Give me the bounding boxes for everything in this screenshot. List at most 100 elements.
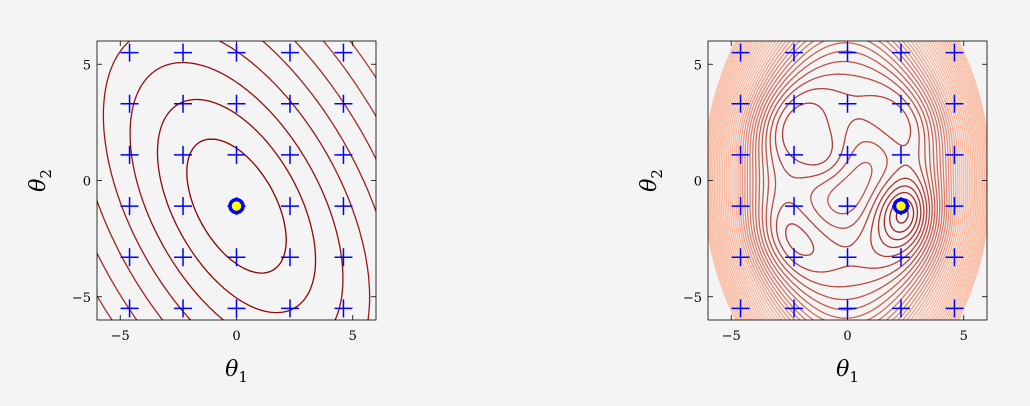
grid-point-marker	[120, 43, 139, 62]
grid-point-marker	[120, 248, 139, 267]
grid-point-marker	[945, 248, 964, 267]
contour-line	[781, 102, 925, 258]
contour-line	[708, 41, 987, 320]
y-tick-label: 0	[83, 175, 91, 190]
contour-line	[718, 41, 976, 320]
grid-point-marker	[838, 94, 857, 113]
grid-point-marker	[334, 248, 353, 267]
grid-point-marker	[120, 299, 139, 318]
contour-line	[156, 98, 317, 314]
y-tick-label: −5	[683, 291, 702, 306]
grid-point-marker	[945, 145, 964, 164]
contour-line	[749, 41, 946, 320]
contour-line	[761, 50, 936, 311]
contour-line	[883, 191, 919, 241]
grid-point-marker	[334, 145, 353, 164]
grid-point-marker	[120, 197, 139, 216]
grid-point-marker	[785, 43, 804, 62]
grid-point-marker	[838, 248, 857, 267]
contour-line	[741, 41, 953, 320]
grid-point-marker	[785, 299, 804, 318]
grid-point-marker	[174, 248, 193, 267]
grid-point-marker	[785, 248, 804, 267]
grid-point-marker	[731, 94, 750, 113]
grid-point-marker	[227, 94, 246, 113]
optimum-marker	[892, 197, 910, 215]
x-axis-label: θ1	[836, 357, 859, 386]
grid-point-marker	[945, 43, 964, 62]
grid-point-marker	[945, 299, 964, 318]
grid-point-marker	[334, 299, 353, 318]
grid-point-marker	[280, 197, 299, 216]
grid-point-marker	[280, 43, 299, 62]
contour-line	[729, 41, 965, 320]
contour-line	[716, 41, 978, 320]
contour-line	[737, 41, 957, 320]
optimum-marker	[228, 197, 245, 215]
contour-line	[765, 60, 933, 301]
contour-line	[723, 41, 971, 320]
grid-point-marker	[945, 197, 964, 216]
grid-point-marker	[785, 94, 804, 113]
contour-line	[731, 41, 963, 320]
y-tick-label: 5	[83, 58, 91, 73]
contour-line	[720, 41, 974, 320]
grid-point-marker	[280, 94, 299, 113]
contour-line	[102, 41, 371, 320]
contour-line	[712, 41, 982, 320]
grid-point-marker	[227, 248, 246, 267]
grid-point-marker	[838, 43, 857, 62]
contour-line	[710, 41, 984, 320]
x-tick-label: 5	[960, 329, 968, 344]
grid-point-marker	[731, 248, 750, 267]
contour-line	[754, 41, 941, 320]
contour-lines	[97, 41, 376, 320]
grid-point-marker	[891, 299, 910, 318]
grid-point-marker	[731, 43, 750, 62]
contour-line	[735, 41, 959, 320]
grid-point-marker	[280, 248, 299, 267]
contour-line	[708, 41, 986, 320]
x-tick-label: −5	[111, 329, 130, 344]
grid-point-marker	[891, 94, 910, 113]
grid-point-marker	[174, 145, 193, 164]
grid-point-marker	[120, 145, 139, 164]
contour-line	[769, 73, 931, 288]
contour-line	[715, 41, 979, 320]
grid-point-marker	[334, 94, 353, 113]
grid-point-marker	[838, 299, 857, 318]
grid-point-marker	[334, 197, 353, 216]
plot-area	[97, 41, 376, 320]
grid-point-marker	[280, 299, 299, 318]
grid-point-marker	[334, 43, 353, 62]
contour-line	[129, 61, 344, 320]
grid-point-marker	[891, 43, 910, 62]
grid-point-marker	[731, 299, 750, 318]
grid-point-marker	[227, 43, 246, 62]
x-tick-label: 5	[349, 329, 357, 344]
contour-line	[746, 41, 948, 320]
contour-line	[727, 41, 967, 320]
contour-line	[877, 185, 922, 249]
x-tick-label: 0	[843, 329, 851, 344]
contour-line	[733, 41, 961, 320]
grid-point-marker	[731, 197, 750, 216]
x-tick-label: −5	[722, 329, 741, 344]
grid-point-marker	[174, 299, 193, 318]
grid-point-marker	[838, 197, 857, 216]
contour-line	[758, 42, 938, 319]
grid-point-marker	[174, 94, 193, 113]
contour-line	[97, 41, 376, 320]
grid-point-marker	[891, 248, 910, 267]
contour-line	[708, 41, 987, 320]
grid-point-marker	[174, 197, 193, 216]
y-tick-label: 0	[694, 175, 702, 190]
grid-point-marker	[227, 299, 246, 318]
y-tick-label: 5	[694, 58, 702, 73]
grid-point-marker	[174, 43, 193, 62]
contour-line	[725, 41, 969, 320]
grid-point-marker	[785, 197, 804, 216]
